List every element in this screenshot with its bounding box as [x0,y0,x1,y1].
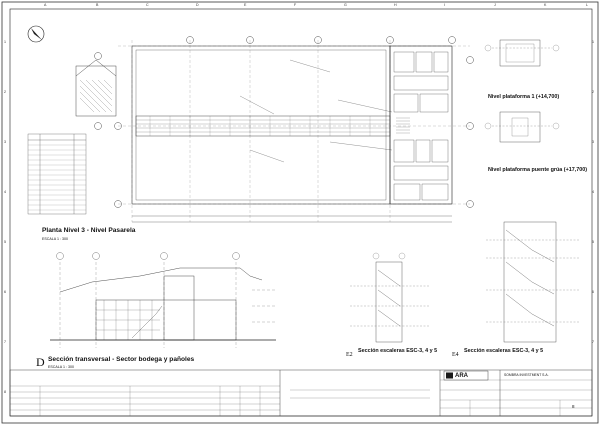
border-number: 4 [592,190,594,194]
border-number: 5 [4,240,6,244]
border-number: 8 [4,390,6,394]
border-letter: C [146,3,149,7]
section-e4-letter: E4 [452,352,459,358]
border-number: 3 [4,140,6,144]
room-schedule-table [27,133,87,215]
section-e2-title: Sección escaleras ESC-3, 4 y 5 [358,348,438,354]
section-d-scale: ESCALA 1 : 300 [48,365,74,369]
border-number: 2 [4,90,6,94]
section-e2-letter: E2 [346,352,353,358]
border-number: 7 [592,340,594,344]
border-number: 1 [4,40,6,44]
border-letter: K [544,3,547,7]
roof-detail [75,59,117,117]
border-letter: F [294,3,297,7]
border-number: 6 [592,290,594,294]
title-block-grid [9,369,593,417]
border-letter: D [196,3,199,7]
section-e4-title: Sección escaleras ESC-3, 4 y 5 [464,348,544,354]
stair-section-e2 [350,252,430,343]
border-number: 6 [4,290,6,294]
border-letter: E [244,3,247,7]
platform1-title: Nivel plataforma 1 (+14,700) [488,94,560,100]
border-number: 3 [592,140,594,144]
border-letter: H [394,3,397,7]
border-number: 7 [4,340,6,344]
border-number: 4 [4,190,6,194]
stair-section-right [486,221,580,343]
section-d-letter: D [36,355,45,369]
platform-crane-title: Nivel plataforma puente grúa (+17,700) [488,167,588,173]
border-number: 1 [592,40,594,44]
border-letter: A [44,3,47,7]
plan-drawing [94,36,474,223]
border-letter: G [344,3,347,7]
sheet-number: 8 [572,404,575,409]
border-letter: L [586,3,588,7]
company-logo [443,370,489,381]
border-number: 2 [592,90,594,94]
company-name: ARA [455,372,468,379]
plan-title: Planta Nivel 3 - Nivel Pasarela [42,227,136,234]
plan-scale: ESCALA 1 : 300 [42,237,68,241]
border-letter: J [494,3,496,7]
platform-details [484,39,560,143]
north-arrow-icon [27,25,45,43]
section-d-title: Sección transversal - Sector bodega y pa… [48,356,195,363]
client-name: SOMBRA INVESTMENT S.A. [504,373,549,377]
border-letter: I [444,3,445,7]
border-number: 5 [592,240,594,244]
section-d-drawing [50,252,276,348]
border-letter: B [96,3,99,7]
